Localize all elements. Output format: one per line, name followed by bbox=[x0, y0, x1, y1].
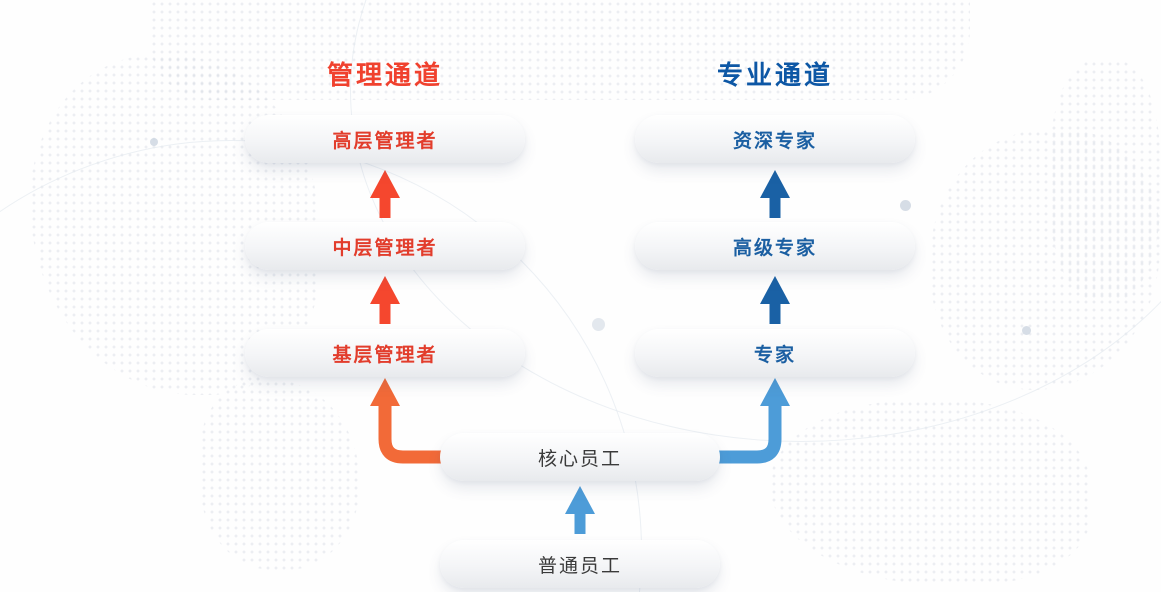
arrow-middle-to-top-manager bbox=[370, 170, 400, 218]
arrow-head bbox=[370, 170, 400, 198]
node-top-manager: 高层管理者 bbox=[245, 115, 525, 163]
node-ordinary-employee: 普通员工 bbox=[440, 540, 720, 588]
arrow-head bbox=[370, 378, 400, 406]
world-map-dots bbox=[770, 400, 1090, 585]
arrow-head bbox=[565, 486, 595, 514]
world-map-dots bbox=[1050, 60, 1160, 300]
node-top-manager-label: 高层管理者 bbox=[332, 130, 438, 152]
arrow-head bbox=[760, 276, 790, 304]
arrow-head bbox=[760, 378, 790, 406]
node-middle-manager: 中层管理者 bbox=[245, 222, 525, 270]
node-core-employee-label: 核心员工 bbox=[537, 448, 622, 470]
arrow-expert-to-senior-expert bbox=[760, 276, 790, 324]
background-node-dot bbox=[150, 138, 158, 146]
node-distinguished-expert: 资深专家 bbox=[635, 115, 915, 163]
background-node-dot bbox=[592, 318, 605, 331]
node-expert: 专家 bbox=[635, 329, 915, 377]
node-middle-manager-label: 中层管理者 bbox=[332, 237, 438, 259]
node-junior-manager: 基层管理者 bbox=[245, 329, 525, 377]
world-map-dots bbox=[930, 130, 1160, 390]
node-senior-expert-label: 高级专家 bbox=[732, 237, 817, 259]
node-junior-manager-label: 基层管理者 bbox=[332, 344, 438, 366]
node-senior-expert: 高级专家 bbox=[635, 222, 915, 270]
management-channel-title: 管理通道 bbox=[326, 60, 443, 90]
world-map-dots bbox=[200, 380, 360, 570]
node-distinguished-expert-label: 资深专家 bbox=[732, 130, 817, 152]
background-node-dot bbox=[1022, 326, 1031, 335]
background-node-dot bbox=[900, 200, 911, 211]
arrow-junior-to-middle-manager bbox=[370, 276, 400, 324]
arrow-ordinary-to-core-employee bbox=[565, 486, 595, 534]
arrow-head bbox=[760, 170, 790, 198]
professional-channel-title: 专业通道 bbox=[716, 60, 833, 90]
node-core-employee: 核心员工 bbox=[440, 433, 720, 481]
arrow-senior-to-distinguished-expert bbox=[760, 170, 790, 218]
node-ordinary-employee-label: 普通员工 bbox=[537, 555, 622, 577]
node-expert-label: 专家 bbox=[753, 344, 796, 366]
arrow-head bbox=[370, 276, 400, 304]
